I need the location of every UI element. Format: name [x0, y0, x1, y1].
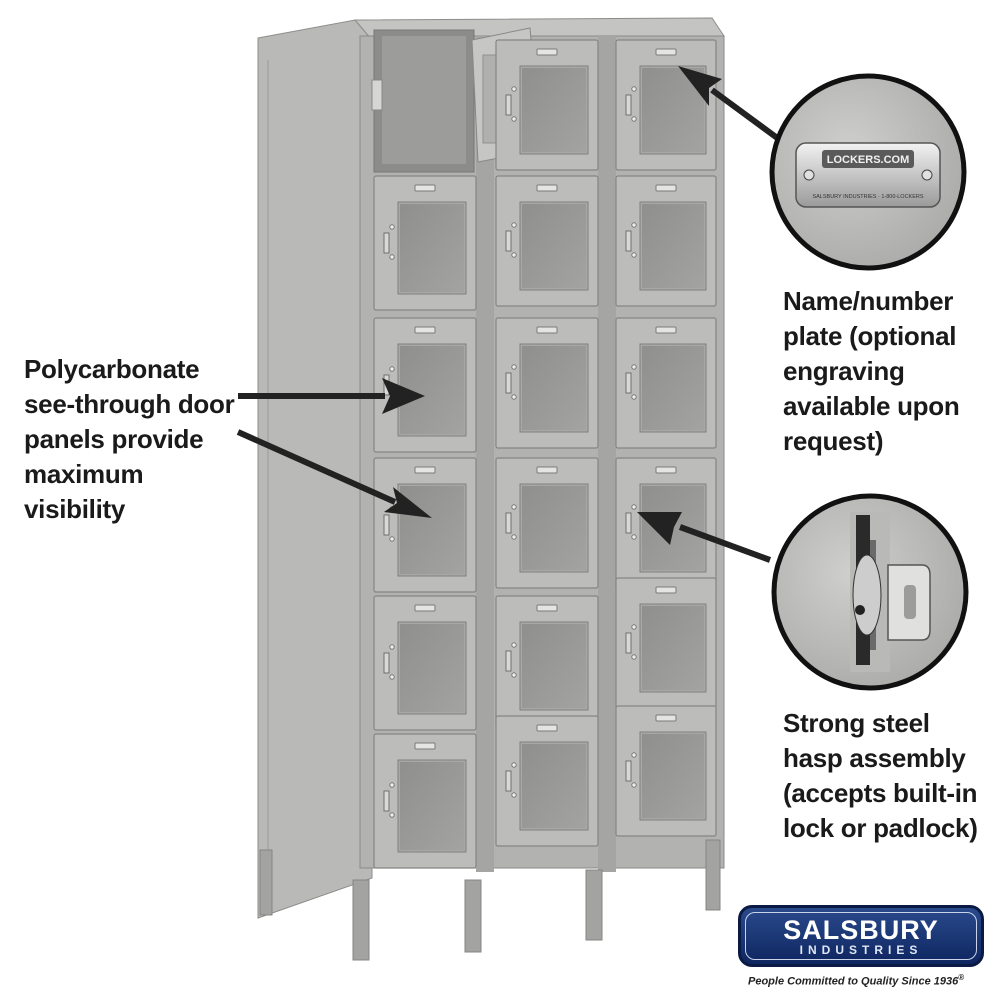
- hasp-icon: [383, 652, 390, 674]
- nameplate-icon: [536, 48, 558, 56]
- locker-door[interactable]: [373, 733, 477, 869]
- nameplate-icon: [536, 184, 558, 192]
- hasp-icon: [383, 232, 390, 254]
- hasp-icon: [383, 514, 390, 536]
- hasp-icon: [505, 650, 512, 672]
- locker-doors: [373, 39, 717, 869]
- locker-door[interactable]: [615, 457, 717, 589]
- nameplate-icon: [414, 604, 436, 612]
- hasp-icon: [625, 632, 632, 654]
- locker-door[interactable]: [615, 39, 717, 171]
- nameplate-icon: [536, 466, 558, 474]
- hasp-icon: [505, 372, 512, 394]
- locker-door[interactable]: [495, 175, 599, 307]
- locker-door[interactable]: [615, 705, 717, 837]
- callout-arrows: [236, 66, 782, 563]
- nameplate-icon: [414, 326, 436, 334]
- hasp-icon: [625, 372, 632, 394]
- logo-name: SALSBURY: [783, 915, 939, 945]
- callout-line: request): [783, 426, 884, 456]
- nameplate-icon: [655, 48, 677, 56]
- locker-door[interactable]: [373, 595, 477, 731]
- callout-line: see-through door: [24, 389, 235, 419]
- nameplate-detail-circle: LOCKERS.COM SALSBURY INDUSTRIES · 1-800-…: [769, 73, 967, 271]
- locker-door[interactable]: [373, 175, 477, 311]
- hasp-icon: [625, 230, 632, 252]
- registered-mark: ®: [958, 973, 965, 982]
- hasp-icon: [505, 512, 512, 534]
- callout-line: maximum: [24, 459, 144, 489]
- tagline-text: People Committed to Quality Since 1936: [748, 975, 959, 988]
- locker-door[interactable]: [495, 39, 599, 171]
- nameplate-icon: [655, 466, 677, 474]
- callout-line: panels provide: [24, 424, 204, 454]
- callout-line: engraving: [783, 356, 905, 386]
- callout-line: lock or padlock): [783, 813, 978, 843]
- hasp-icon: [625, 760, 632, 782]
- nameplate-icon: [655, 184, 677, 192]
- locker-door[interactable]: [495, 595, 599, 727]
- callout-line: Strong steel: [783, 708, 930, 738]
- callout-polycarbonate: Polycarbonate see-through door panels pr…: [24, 352, 235, 527]
- nameplate-text-bottom: SALSBURY INDUSTRIES · 1-800-LOCKERS: [812, 194, 923, 200]
- nameplate-icon: [414, 466, 436, 474]
- hasp-icon: [505, 770, 512, 792]
- locker-door[interactable]: [615, 317, 717, 449]
- callout-line: available upon: [783, 391, 960, 421]
- callout-line: hasp assembly: [783, 743, 966, 773]
- callout-nameplate: Name/number plate (optional engraving av…: [783, 284, 960, 459]
- locker-door[interactable]: [495, 317, 599, 449]
- nameplate-text-top: LOCKERS.COM: [827, 154, 910, 166]
- hasp-detail-circle: [771, 493, 969, 691]
- hasp-icon: [505, 230, 512, 252]
- locker-door[interactable]: [495, 457, 599, 589]
- callout-hasp: Strong steel hasp assembly (accepts buil…: [783, 706, 978, 846]
- nameplate-icon: [655, 586, 677, 594]
- locker-door[interactable]: [615, 175, 717, 307]
- locker-door[interactable]: [373, 457, 477, 593]
- nameplate-icon: [536, 604, 558, 612]
- locker-door[interactable]: [615, 577, 717, 709]
- logo-tagline: People Committed to Quality Since 1936®: [748, 973, 964, 988]
- callout-line: visibility: [24, 494, 126, 524]
- nameplate-icon: [536, 326, 558, 334]
- callout-line: plate (optional: [783, 321, 957, 351]
- nameplate-icon: [414, 184, 436, 192]
- nameplate-icon: [655, 714, 677, 722]
- logo-sub: INDUSTRIES: [799, 943, 923, 957]
- nameplate-icon: [655, 326, 677, 334]
- hasp-icon: [625, 512, 632, 534]
- callout-line: (accepts built-in: [783, 778, 978, 808]
- hasp-icon: [625, 94, 632, 116]
- nameplate-icon: [414, 742, 436, 750]
- callout-line: Polycarbonate: [24, 354, 200, 384]
- callout-line: Name/number: [783, 286, 954, 316]
- locker-legs: [259, 839, 721, 961]
- nameplate-icon: [536, 724, 558, 732]
- hasp-icon: [383, 790, 390, 812]
- salsbury-logo: SALSBURY INDUSTRIES: [738, 905, 984, 967]
- hasp-icon: [505, 94, 512, 116]
- locker-door[interactable]: [495, 715, 599, 847]
